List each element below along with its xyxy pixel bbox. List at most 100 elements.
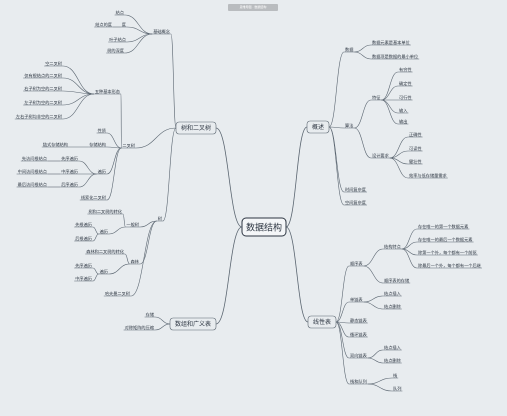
node-struct-feature-item[interactable]: 存在唯一的最后一个数据元素 [418, 236, 472, 243]
node-struct-feature[interactable]: 结构特点 [384, 243, 401, 250]
node-feature-item[interactable]: 有穷性 [399, 66, 412, 73]
node-double-op[interactable]: 结点删除 [384, 357, 402, 364]
node-traverse-type[interactable]: 先序遍历 [61, 155, 78, 162]
node-traverse-type[interactable]: 后序遍历 [61, 181, 78, 188]
connector-line [92, 267, 99, 275]
node-traverse-desc[interactable]: 最后访问根结点 [18, 181, 47, 188]
node-data[interactable]: 数据 [345, 46, 353, 53]
connector-line [62, 65, 94, 95]
node-five-form-item[interactable]: 右子树为空的二叉树 [24, 85, 62, 92]
node-struct-feature-item[interactable]: 除第一个外，每个都有一个前驱 [418, 249, 477, 256]
node-space-complexity[interactable]: 空间复杂度 [345, 199, 367, 206]
connector-line [367, 377, 393, 385]
connector-line [62, 93, 94, 106]
node-queue[interactable]: 队列 [393, 385, 401, 392]
node-traverse-type[interactable]: 中序遍历 [61, 168, 78, 175]
center-node[interactable]: 数据结构 [246, 221, 282, 233]
node-general-tree[interactable]: 一般树 [126, 221, 139, 228]
node-seq-list[interactable]: 顺序表 [350, 260, 363, 267]
branch-overview[interactable]: 概述 [312, 123, 324, 131]
node-five-form-item[interactable]: 空二叉树 [45, 60, 62, 67]
node-data-item[interactable]: 数据元素是基本单位 [372, 39, 410, 46]
node-forest-item[interactable]: 中序遍历 [75, 275, 92, 282]
node-bc-item[interactable]: 结点的度 [95, 21, 113, 28]
node-binary-tree[interactable]: 二叉树 [122, 142, 135, 149]
node-features[interactable]: 特征 [372, 94, 381, 101]
connector-line [328, 126, 345, 206]
node-double-op[interactable]: 结点插入 [384, 344, 402, 351]
node-linked-op[interactable]: 结点删除 [384, 303, 402, 310]
node-bc-item[interactable]: 树的深度 [107, 47, 125, 54]
node-linked-op[interactable]: 结点插入 [384, 290, 402, 297]
node-general-traverse[interactable]: 遍历 [100, 228, 108, 235]
connector-line [381, 71, 399, 101]
node-stack-queue[interactable]: 栈和队列 [350, 378, 367, 385]
node-forest-traverse[interactable]: 遍历 [100, 268, 108, 275]
branch-tree[interactable]: 树和二叉树 [181, 124, 211, 132]
node-traverse[interactable]: 遍历 [98, 168, 106, 175]
node-struct-feature-item[interactable]: 除最后一个外，每个都有一个后继 [418, 262, 481, 269]
node-basic-concepts[interactable]: 基础概念 [153, 28, 171, 35]
node-array-compress[interactable]: 对称矩阵的压缩 [125, 324, 154, 331]
connector-line [335, 321, 350, 324]
node-struct-feature-item[interactable]: 存在唯一的第一个数据元素 [418, 223, 468, 230]
node-design-req[interactable]: 设计要求 [372, 152, 390, 159]
node-five-forms[interactable]: 五种基本形态 [95, 88, 120, 95]
node-stack[interactable]: 栈 [393, 372, 397, 378]
node-static-list[interactable]: 静态链表 [350, 317, 368, 324]
node-feature-item[interactable]: 输出 [399, 118, 407, 125]
node-bc-item[interactable]: 度 [122, 21, 127, 28]
connector-line [108, 226, 126, 235]
connector-line [78, 173, 97, 188]
node-design-item[interactable]: 正确性 [409, 131, 422, 138]
node-forest-item[interactable]: 森林和二叉树的转化 [86, 248, 125, 255]
branch-array[interactable]: 数组和广义表 [175, 320, 211, 328]
node-general-item[interactable]: 树和二叉树的转化 [88, 208, 122, 215]
connector-line [62, 93, 94, 120]
connector-line [328, 51, 345, 128]
node-linked-storage[interactable]: 链式存储结构 [43, 141, 68, 148]
node-threaded[interactable]: 线索化二叉树 [81, 194, 106, 201]
node-feature-item[interactable]: 输入 [399, 107, 408, 114]
connector-line [154, 316, 171, 325]
node-properties[interactable]: 性质 [98, 127, 106, 134]
node-five-form-item[interactable]: 左右子树均非空的二叉树 [16, 113, 62, 120]
branch-linear[interactable]: 线性表 [313, 318, 331, 326]
connector-line [106, 146, 122, 149]
connector-line [363, 301, 384, 310]
node-general-item[interactable]: 先根遍历 [75, 221, 92, 228]
node-time-complexity[interactable]: 时间复杂度 [345, 186, 367, 193]
node-forest[interactable]: 森林 [131, 258, 140, 265]
node-array-storage[interactable]: 存储 [146, 311, 154, 318]
node-design-item[interactable]: 可读性 [409, 145, 422, 152]
node-algorithm[interactable]: 算法 [345, 122, 353, 129]
node-general-item[interactable]: 后根遍历 [75, 235, 92, 242]
connector-line [62, 90, 94, 95]
connector-line [401, 248, 418, 269]
node-tree[interactable]: 树 [158, 215, 162, 222]
node-forest-item[interactable]: 先序遍历 [75, 262, 92, 269]
node-traverse-desc[interactable]: 先访问根结点 [22, 155, 47, 162]
node-huffman[interactable]: 哈夫曼二叉树 [105, 290, 130, 297]
node-seq-storage[interactable]: 顺序表的存储 [384, 277, 409, 284]
node-bc-item[interactable]: 结点 [116, 9, 124, 16]
connector-line [124, 14, 153, 35]
node-traverse-desc[interactable]: 中间访问根结点 [18, 168, 47, 175]
node-data-item[interactable]: 数据项是数据的最小单位 [372, 53, 418, 60]
node-circular-list[interactable]: 循环链表 [350, 331, 368, 338]
node-double-list[interactable]: 双向链表 [350, 352, 368, 359]
connector-line [354, 44, 372, 53]
node-storage[interactable]: 存储结构 [89, 141, 106, 148]
node-design-item[interactable]: 健壮性 [409, 158, 422, 165]
node-bc-item[interactable]: 叶子结点 [109, 36, 126, 43]
node-linked-list[interactable]: 单链表 [350, 296, 363, 303]
node-feature-item[interactable]: 确定性 [399, 80, 412, 87]
node-feature-item[interactable]: 可行性 [399, 94, 412, 101]
node-five-form-item[interactable]: 仅有根结点的二叉树 [24, 72, 62, 79]
node-design-item[interactable]: 效率与低存储量需求 [409, 172, 448, 179]
connector-line [401, 228, 418, 250]
connector-line [126, 33, 153, 43]
connector-line [62, 77, 94, 95]
node-five-form-item[interactable]: 左子树为空的二叉树 [24, 99, 62, 106]
